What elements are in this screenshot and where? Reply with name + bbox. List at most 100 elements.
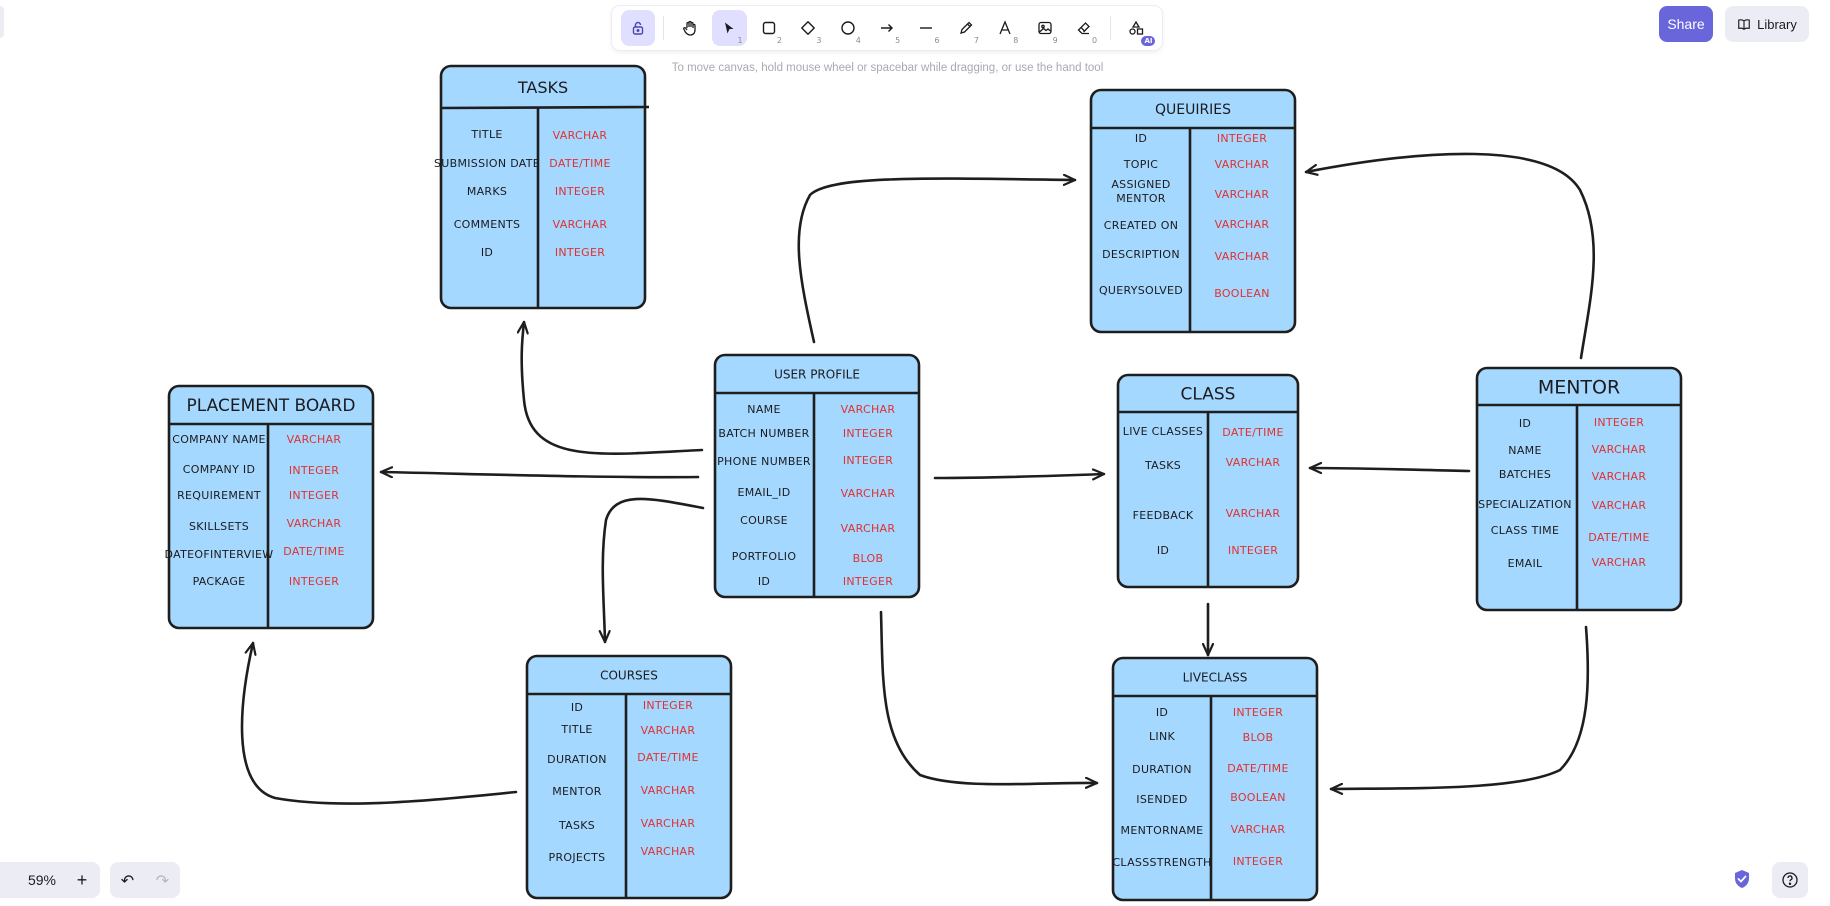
zoom-in-button[interactable]: + [76,869,88,890]
entity-liveclass[interactable]: LIVECLASSIDLINKDURATIONISENDEDMENTORNAME… [1111,656,1319,902]
sidebar-toggle[interactable] [0,6,4,38]
field-name: PROJECTS [549,851,606,864]
image-icon[interactable]: 9 [1027,10,1061,46]
shortcut-label: 9 [1052,36,1058,45]
field-type: VARCHAR [641,817,696,830]
field-type: DATE/TIME [1222,426,1283,439]
share-button[interactable]: Share [1659,6,1713,42]
field-type: VARCHAR [287,433,342,446]
field-name: NAME [747,403,780,416]
header-divider [440,105,650,110]
field-type: DATE/TIME [1227,762,1288,775]
field-type: INTEGER [1594,416,1644,429]
field-name: COMPANY NAME [172,433,266,446]
rectangle-icon[interactable]: 2 [752,10,786,46]
field-type: VARCHAR [1226,507,1281,520]
hand-icon[interactable] [673,10,707,46]
field-name: DURATION [547,753,607,766]
entity-courses[interactable]: COURSESIDTITLEDURATIONMENTORTASKSPROJECT… [525,654,733,900]
field-name: PACKAGE [193,575,246,588]
field-name: ISENDED [1136,793,1187,806]
entity-box[interactable] [713,353,921,599]
shortcut-label: 6 [934,36,940,45]
selection-icon[interactable]: 1 [712,10,747,46]
entity-box[interactable] [1475,366,1683,612]
field-name: COMPANY ID [183,463,255,476]
eraser-icon[interactable]: 0 [1067,10,1101,46]
shape-toolbar: 1 2 3 4 5 6 7 8 9 0 AI [612,6,1162,50]
field-type: INTEGER [555,185,605,198]
field-name: ID [1135,132,1147,145]
lock-icon[interactable] [620,10,655,46]
entity-title: CLASS [1181,385,1236,405]
field-name: ID [1156,706,1168,719]
text-icon[interactable]: 8 [988,10,1022,46]
arrow-icon[interactable]: 5 [870,10,904,46]
zoom-controls: 59% + [0,862,100,898]
entity-box[interactable] [525,654,733,900]
arrow-mentor-to-class[interactable] [1308,468,1471,471]
entity-title: COURSES [600,668,658,682]
line-icon[interactable]: 6 [909,10,943,46]
field-type: BLOB [853,552,884,565]
field-type: VARCHAR [1592,499,1647,512]
undo-icon[interactable]: ↶ [120,870,135,890]
field-type: INTEGER [289,464,339,477]
field-name: PHONE NUMBER [717,455,811,468]
arrow-mentor-to-liveclass[interactable] [1329,625,1590,789]
field-name: COURSE [740,514,788,527]
help-icon [1782,872,1798,888]
field-name: ID [1519,417,1531,430]
entity-box[interactable] [439,64,647,310]
field-type: VARCHAR [1215,158,1270,171]
arrow-user-profile-to-courses[interactable] [603,497,705,644]
field-type: VARCHAR [553,218,608,231]
shortcut-label: 5 [895,36,901,45]
ellipse-icon[interactable]: 4 [830,10,864,46]
shield-check-icon[interactable] [1731,866,1753,892]
arrow-user-profile-to-placement[interactable] [379,472,700,479]
entity-title: TASKS [517,78,568,97]
arrow-user-profile-to-class[interactable] [933,474,1106,478]
field-name: MENTORNAME [1121,824,1204,837]
field-type: VARCHAR [841,487,896,500]
arrow-user-profile-to-queuiries[interactable] [797,179,1077,344]
field-type: VARCHAR [1215,250,1270,263]
entity-box[interactable] [1089,88,1297,334]
entity-title: QUEUIRIES [1155,102,1231,118]
shapes-more-icon[interactable]: AI [1119,10,1156,46]
field-type: INTEGER [555,246,605,259]
diamond-icon[interactable]: 3 [791,10,825,46]
field-type: INTEGER [643,699,693,712]
help-button[interactable] [1772,862,1808,898]
redo-icon[interactable]: ↷ [155,870,170,890]
field-type: VARCHAR [641,784,696,797]
field-name: ID [571,701,583,714]
field-type: INTEGER [843,427,893,440]
field-type: INTEGER [1228,544,1278,557]
entity-title: USER PROFILE [774,367,860,381]
field-type: INTEGER [843,454,893,467]
field-name: NAME [1508,444,1541,457]
arrow-courses-to-placement[interactable] [240,641,518,805]
arrow-mentor-to-queuiries[interactable] [1304,152,1596,360]
pencil-icon[interactable]: 7 [949,10,983,46]
zoom-out-button[interactable] [0,862,18,898]
arrow-user-profile-to-tasks[interactable] [522,320,704,456]
field-name: LIVE CLASSES [1123,425,1203,438]
entity-box[interactable] [1111,656,1319,902]
arrow-user-profile-to-liveclass[interactable] [879,610,1099,784]
field-type: DATE/TIME [637,751,698,764]
library-button[interactable]: Library [1725,6,1809,42]
entity-box[interactable] [167,384,375,630]
field-name: CLASS TIME [1491,524,1559,537]
zoom-level[interactable]: 59% [27,872,57,888]
library-label: Library [1757,16,1797,32]
